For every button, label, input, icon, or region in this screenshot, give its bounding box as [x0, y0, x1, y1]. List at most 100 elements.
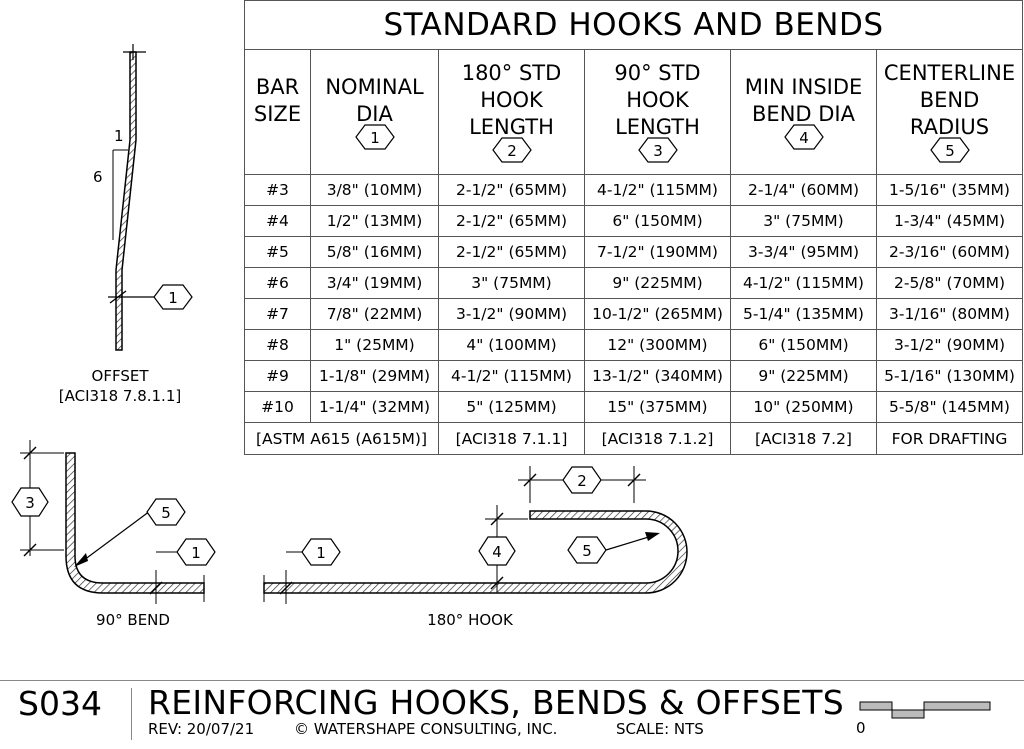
bar-size-cell: #4	[244, 205, 311, 237]
header-line: HOOK	[480, 88, 543, 112]
header-min-inside-bend-dia: MIN INSIDE BEND DIA 4	[730, 49, 877, 175]
header-line: LENGTH	[469, 115, 554, 139]
header-nominal-dia: NOMINAL DIA 1	[310, 49, 439, 175]
hex-marker-label: 5	[945, 142, 955, 160]
header-line: CENTERLINE	[883, 61, 1016, 85]
bend-radius-marker-label: 5	[161, 504, 171, 522]
hex-marker-1: 1	[354, 124, 395, 150]
dimension-tick	[523, 473, 537, 487]
bend-90-detail: 3 5 1 90° BEND	[11, 440, 216, 629]
hex-marker-label: 2	[507, 142, 517, 160]
reference-cell: [ACI318 7.2]	[730, 422, 877, 455]
hook-bend-dia-marker-label: 4	[492, 543, 502, 561]
table-cell: 9" (225MM)	[584, 267, 731, 299]
scale-bar-segment	[923, 701, 991, 711]
hex-marker	[301, 538, 341, 566]
dimension-tick	[149, 581, 163, 595]
dimension-tick	[490, 576, 504, 590]
hex-marker-label: 4	[799, 129, 809, 147]
table-cell: 2-5/8" (70MM)	[876, 267, 1023, 299]
detail-drawings: 1 1 6 OFFSET [ACI318 7.8.1.1] 3 5 1 90° …	[11, 44, 688, 629]
sheet-title: REINFORCING HOOKS, BENDS & OFFSETS	[148, 683, 844, 722]
header-180-hook-length: 180° STD HOOK LENGTH 2	[438, 49, 585, 175]
offset-bar	[115, 51, 137, 351]
leader-line	[605, 535, 653, 551]
leader-arrowhead	[645, 532, 660, 541]
table-cell: 2-3/16" (60MM)	[876, 236, 1023, 268]
table-cell: 3-1/2" (90MM)	[438, 298, 585, 330]
dimension-tick	[490, 512, 504, 526]
table-cell: 3-1/16" (80MM)	[876, 298, 1023, 330]
hex-marker-3: 3	[637, 137, 678, 163]
hex-marker-5: 5	[929, 137, 970, 163]
hook-radius-marker-label: 5	[582, 542, 592, 560]
hook-180-bar	[263, 510, 688, 594]
footer-rule	[0, 680, 1024, 681]
table-reference-row: [ASTM A615 (A615M)] [ACI318 7.1.1] [ACI3…	[244, 422, 1023, 455]
hook-180-detail: 1 2 4 5 180° HOOK	[263, 466, 688, 629]
header-line: RADIUS	[909, 115, 990, 139]
header-line: BEND DIA	[752, 102, 855, 126]
offset-dimension-tick	[109, 290, 127, 304]
hex-marker	[567, 536, 607, 564]
slope-rise-label: 1	[114, 127, 124, 145]
offset-label: OFFSET	[92, 367, 150, 385]
table-cell: 5-1/4" (135MM)	[730, 298, 877, 330]
hex-marker	[153, 284, 193, 310]
header-line: MIN INSIDE	[744, 75, 863, 99]
bar-size-cell: #7	[244, 298, 311, 330]
table-cell: 1-3/4" (45MM)	[876, 205, 1023, 237]
table-cell: 1-1/8" (29MM)	[310, 360, 439, 392]
table-cell: 1-1/4" (32MM)	[310, 391, 439, 423]
slope-run-label: 6	[93, 168, 103, 186]
dimension-tick	[627, 473, 641, 487]
hex-marker-4: 4	[783, 124, 824, 150]
bar-size-cell: #8	[244, 329, 311, 361]
table-cell: 13-1/2" (340MM)	[584, 360, 731, 392]
reference-cell: [ACI318 7.1.2]	[584, 422, 731, 455]
bar-size-cell: #6	[244, 267, 311, 299]
leader-line	[79, 510, 151, 564]
table-cell: 5" (125MM)	[438, 391, 585, 423]
scale-bar	[859, 701, 991, 719]
hex-marker-label: 3	[653, 142, 663, 160]
scale-bar-segment	[859, 701, 893, 711]
table-cell: 3/4" (19MM)	[310, 267, 439, 299]
scale-bar-segment	[891, 709, 925, 719]
scale-text: SCALE: NTS	[616, 720, 704, 738]
bend-90-bar	[65, 452, 205, 594]
sheet-number: S034	[18, 684, 102, 723]
header-bar-size: BAR SIZE	[244, 49, 311, 175]
offset-marker-label: 1	[168, 289, 178, 307]
dimension-tick	[279, 581, 293, 595]
table-cell: 15" (375MM)	[584, 391, 731, 423]
hex-marker	[146, 498, 186, 526]
bend-dia-marker-label: 1	[191, 544, 201, 562]
header-90-hook-length: 90° STD HOOK LENGTH 3	[584, 49, 731, 175]
table-cell: 12" (300MM)	[584, 329, 731, 361]
dimension-tick	[23, 543, 37, 557]
offset-reference: [ACI318 7.8.1.1]	[59, 387, 181, 405]
company-credit: © WATERSHAPE CONSULTING, INC.	[294, 720, 558, 738]
reference-cell: FOR DRAFTING	[876, 422, 1023, 455]
bend-length-marker-label: 3	[25, 494, 35, 512]
table-cell: 5-1/16" (130MM)	[876, 360, 1023, 392]
footer-divider	[131, 688, 132, 740]
table-title: STANDARD HOOKS AND BENDS	[244, 0, 1023, 50]
header-line: BAR	[255, 75, 300, 99]
header-line: 90° STD	[614, 61, 701, 85]
hooks-bends-table: STANDARD HOOKS AND BENDS BAR SIZE NOMINA…	[244, 0, 1023, 455]
offset-detail: 1 1 6 OFFSET [ACI318 7.8.1.1]	[59, 44, 193, 405]
header-line: 180° STD	[461, 61, 562, 85]
revision-date: REV: 20/07/21	[148, 720, 255, 738]
table-cell: 9" (225MM)	[730, 360, 877, 392]
table-cell: 3-1/2" (90MM)	[876, 329, 1023, 361]
leader-arrowhead	[74, 553, 88, 567]
bar-size-cell: #9	[244, 360, 311, 392]
hook-length-marker-label: 2	[577, 472, 587, 490]
